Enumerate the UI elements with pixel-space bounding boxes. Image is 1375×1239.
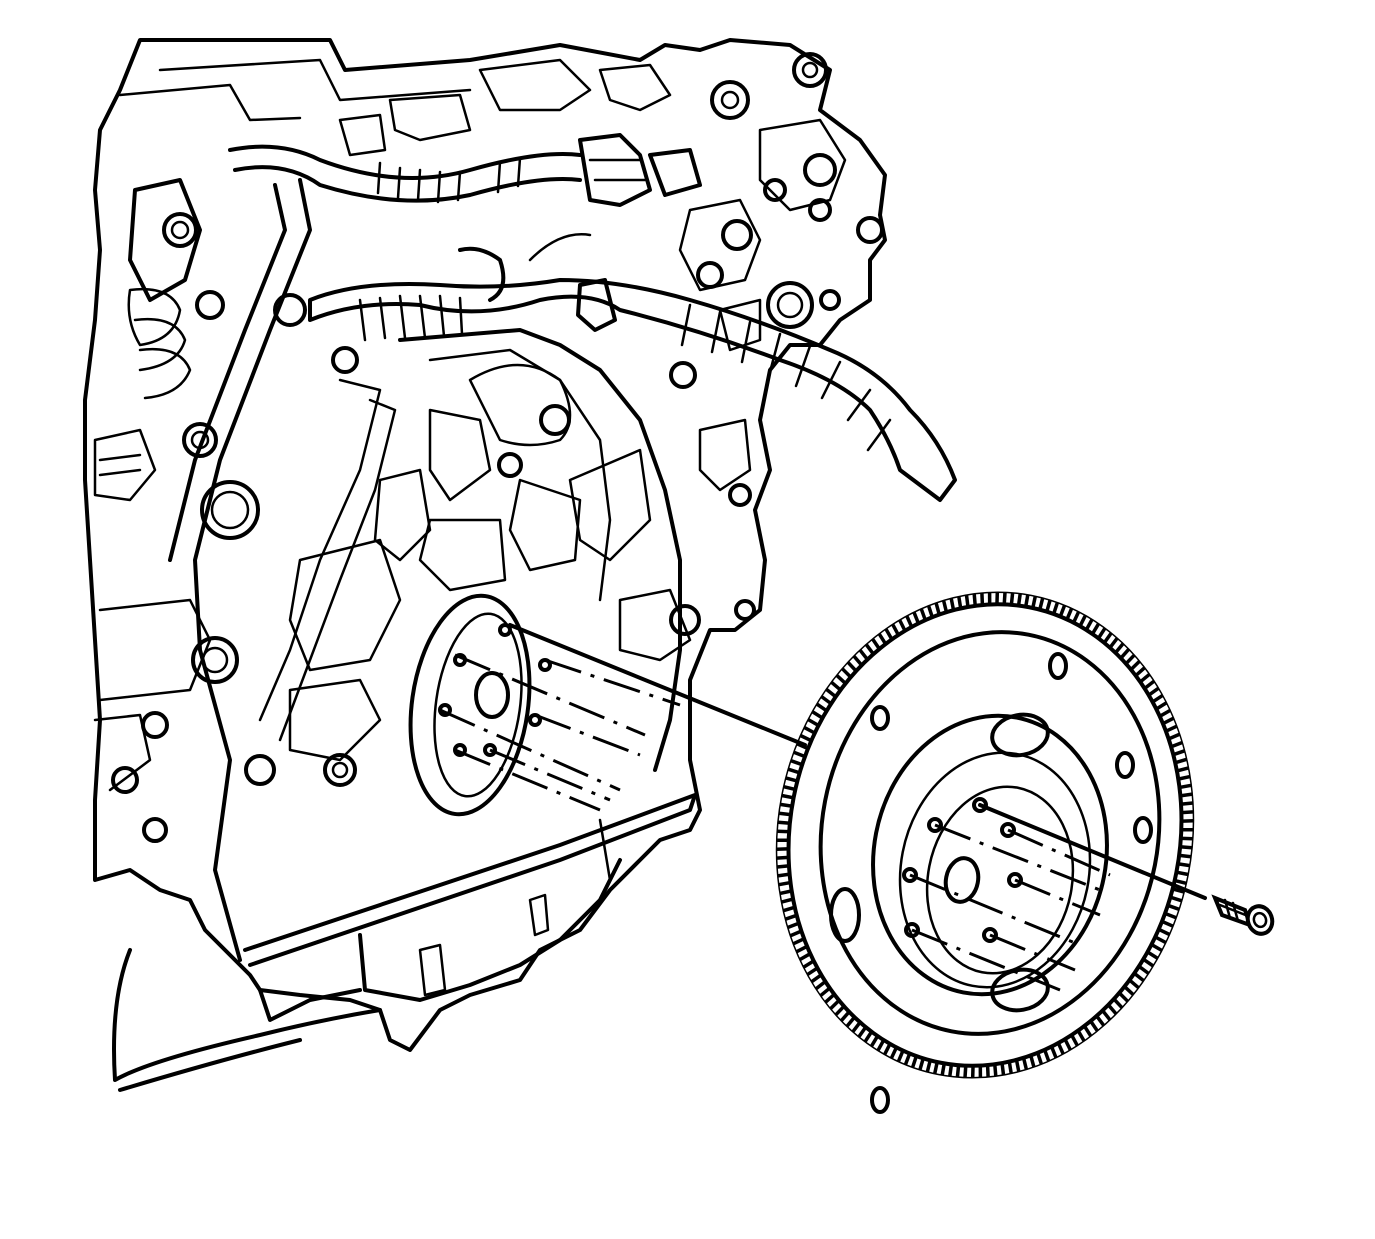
wiring-harness [228, 133, 957, 502]
flywheel [775, 591, 1195, 1114]
engine-block [83, 38, 887, 1092]
flywheel-bolt [1211, 894, 1275, 936]
crank-bolt-holes [902, 797, 1023, 943]
flywheel-bolt-holes [870, 652, 1153, 1114]
alignment-guide-lines [439, 623, 1207, 992]
ring-gear-outline [775, 591, 1195, 1079]
